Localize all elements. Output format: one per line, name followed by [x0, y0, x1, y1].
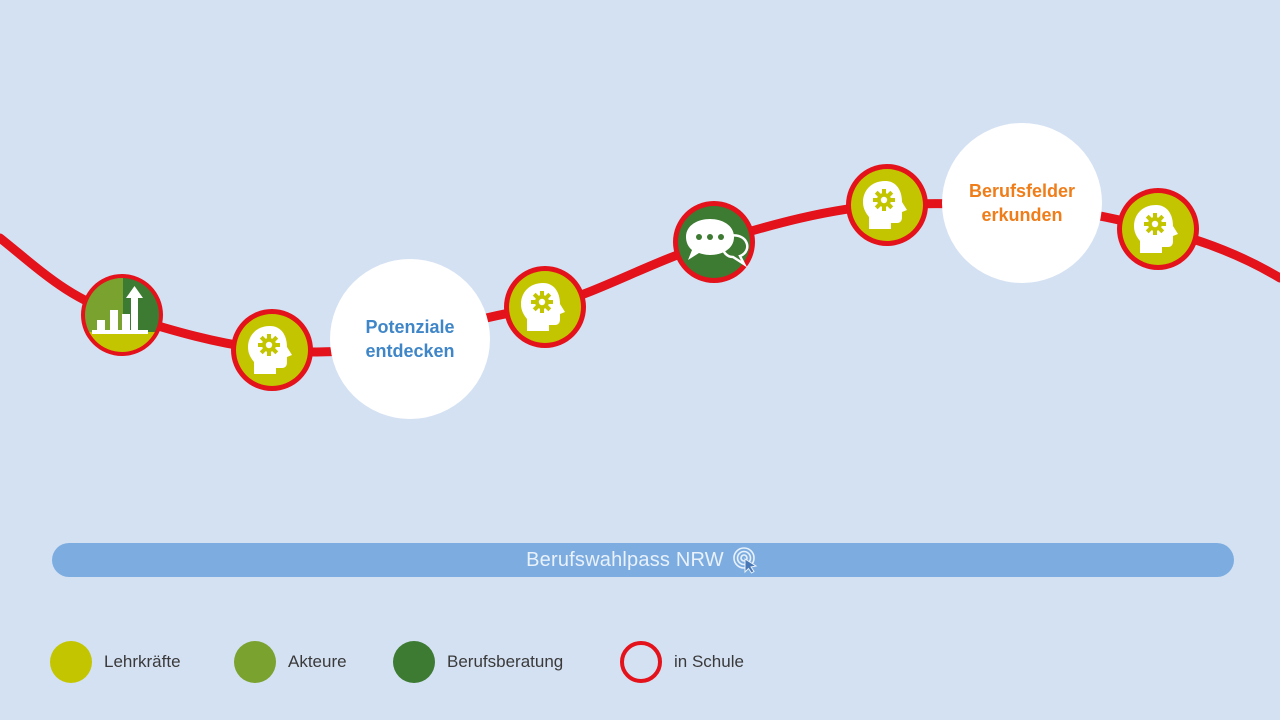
legend-item-berufsberatung: Berufsberatung [393, 640, 563, 684]
legend-label: Lehrkräfte [104, 652, 181, 671]
node-chart-arrow[interactable] [81, 274, 165, 362]
berufswahlpass-label: Berufswahlpass NRW [526, 548, 724, 571]
legend-label: in Schule [674, 652, 744, 671]
click-cursor-icon [733, 547, 758, 574]
legend-label: Akteure [288, 652, 347, 671]
bubble-line: Berufsfelder [968, 181, 1076, 201]
legend-swatch [234, 641, 276, 683]
bubble-potenziale-entdecken[interactable]: Potenziale entdecken [330, 259, 490, 419]
berufswahlpass-bar[interactable]: Berufswahlpass NRW [52, 543, 1234, 577]
legend-item-lehrkraefte: Lehrkräfte [50, 640, 181, 684]
chat-bubbles-icon [686, 219, 749, 268]
bubble-line: erkunden [981, 205, 1063, 225]
node-head-gear-4[interactable] [1117, 188, 1199, 270]
node-head-gear-3[interactable] [846, 164, 928, 246]
node-head-gear-2[interactable] [504, 266, 586, 348]
bubble-line: Potenziale [365, 317, 455, 337]
legend-label: Berufsberatung [447, 652, 564, 671]
legend-swatch-ring [620, 641, 662, 683]
node-chat-bubbles[interactable] [673, 201, 755, 283]
legend-item-in-schule: in Schule [620, 640, 744, 684]
legend-swatch [50, 641, 92, 683]
legend-item-akteure: Akteure [234, 640, 347, 684]
bubble-line: entdecken [365, 341, 455, 361]
legend-swatch [393, 641, 435, 683]
node-head-gear-1[interactable] [231, 309, 313, 391]
bubble-berufsfelder-erkunden[interactable]: Berufsfelder erkunden [942, 123, 1102, 283]
chart-arrow-icon [92, 286, 148, 334]
